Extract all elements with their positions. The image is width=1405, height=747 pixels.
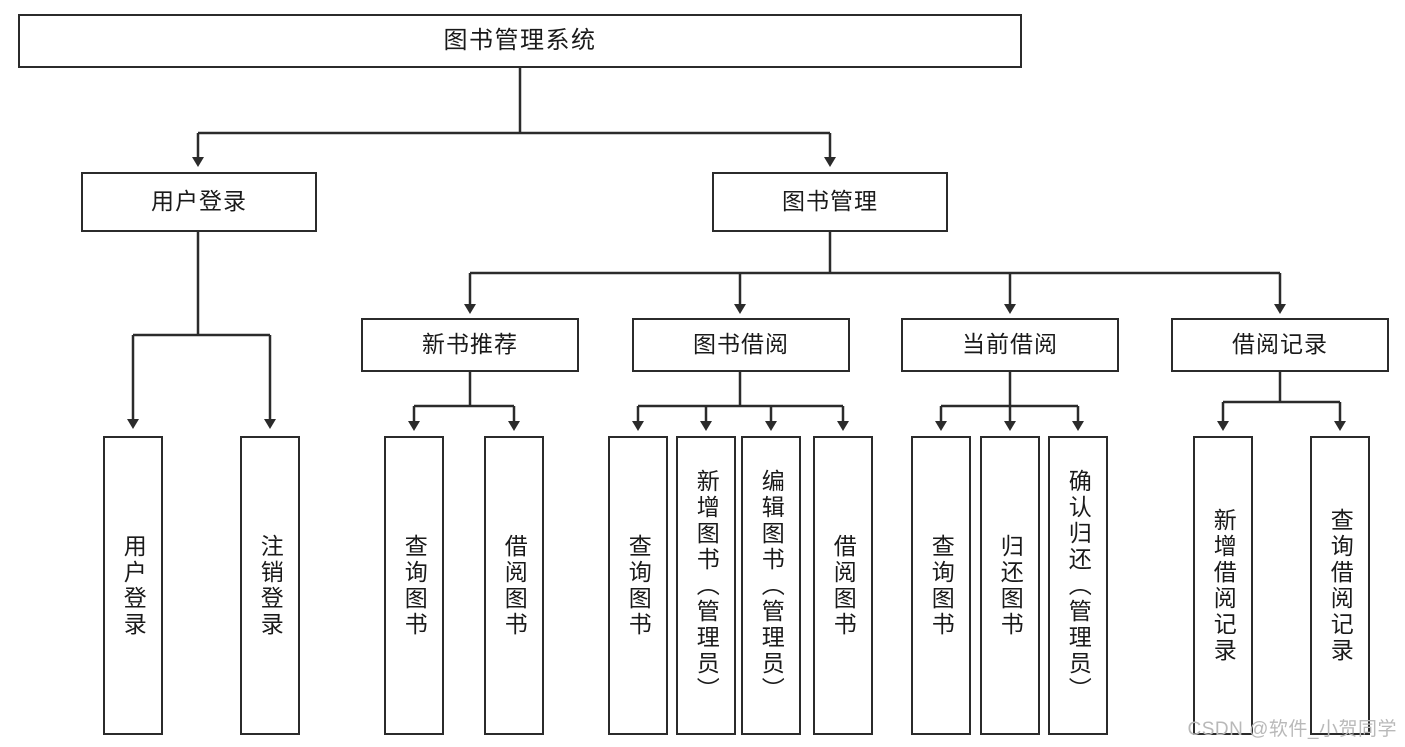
leaf-query-book-current[interactable]: 查询图书: [911, 436, 971, 735]
csdn-watermark: CSDN @软件_小贺同学: [1187, 719, 1397, 740]
leaf-borrow-book-recommend[interactable]: 借阅图书: [484, 436, 544, 735]
node-label: 当前借阅: [962, 331, 1058, 358]
leaf-logout-login[interactable]: 注销登录: [240, 436, 300, 735]
leaf-label: 用户登录: [120, 533, 147, 638]
node-label: 用户登录: [151, 188, 247, 215]
node-label: 图书管理: [782, 188, 878, 215]
leaf-user-login[interactable]: 用户登录: [103, 436, 163, 735]
leaf-query-borrow-record[interactable]: 查询借阅记录: [1310, 436, 1370, 735]
leaf-return-book[interactable]: 归还图书: [980, 436, 1040, 735]
node-borrow-record[interactable]: 借阅记录: [1171, 318, 1389, 372]
leaf-label: 查询图书: [401, 533, 428, 638]
node-book-borrow[interactable]: 图书借阅: [632, 318, 850, 372]
leaf-borrow-book[interactable]: 借阅图书: [813, 436, 873, 735]
leaf-confirm-return[interactable]: 确认归还（管理员）: [1048, 436, 1108, 735]
leaf-query-book-borrow[interactable]: 查询图书: [608, 436, 668, 735]
leaf-label: 新增图书（管理员）: [693, 468, 720, 703]
leaf-label: 借阅图书: [830, 533, 857, 638]
leaf-label: 注销登录: [257, 533, 284, 638]
node-current-borrow[interactable]: 当前借阅: [901, 318, 1119, 372]
leaf-label: 归还图书: [997, 533, 1024, 638]
leaf-label: 新增借阅记录: [1210, 507, 1237, 664]
leaf-add-book[interactable]: 新增图书（管理员）: [676, 436, 736, 735]
leaf-add-borrow-record[interactable]: 新增借阅记录: [1193, 436, 1253, 735]
node-book-management-system[interactable]: 图书管理系统: [18, 14, 1022, 68]
leaf-label: 查询图书: [625, 533, 652, 638]
leaf-label: 借阅图书: [501, 533, 528, 638]
leaf-label: 确认归还（管理员）: [1065, 468, 1092, 703]
leaf-query-book-recommend[interactable]: 查询图书: [384, 436, 444, 735]
leaf-edit-book[interactable]: 编辑图书（管理员）: [741, 436, 801, 735]
node-label: 新书推荐: [422, 331, 518, 358]
leaf-label: 查询借阅记录: [1327, 507, 1354, 664]
leaf-label: 编辑图书（管理员）: [758, 468, 785, 703]
leaf-label: 查询图书: [928, 533, 955, 638]
node-new-book-recommend[interactable]: 新书推荐: [361, 318, 579, 372]
node-label: 图书管理系统: [443, 26, 597, 54]
node-label: 借阅记录: [1232, 331, 1328, 358]
node-label: 图书借阅: [693, 331, 789, 358]
node-book-management[interactable]: 图书管理: [712, 172, 948, 232]
node-user-login[interactable]: 用户登录: [81, 172, 317, 232]
